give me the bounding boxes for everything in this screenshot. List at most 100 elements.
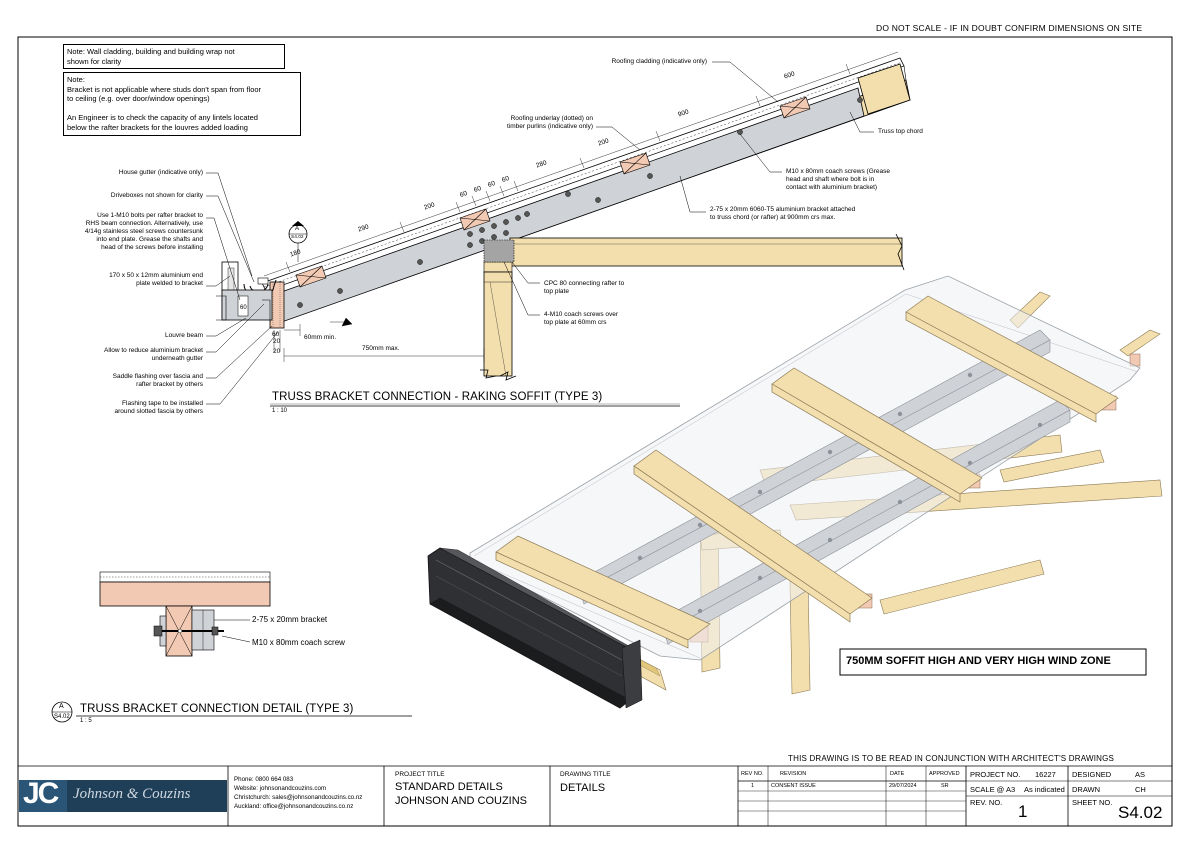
designed-label: DESIGNED	[1072, 770, 1112, 779]
rev-header-no: REV NO.	[741, 771, 764, 777]
callout-aluminium-bracket: 2-75 x 20mm 6060-T5 aluminium bracket at…	[710, 206, 855, 222]
iso-caption: 750MM SOFFIT HIGH AND VERY HIGH WIND ZON…	[846, 655, 1111, 667]
note-bracket-line-3: to ceiling (e.g. over door/window openin…	[67, 94, 210, 103]
callout-saddle-flashing-line-2: rafter bracket by others	[136, 381, 203, 388]
iso-aluminium-brackets	[579, 329, 1071, 645]
callout-reduce-bracket: Allow to reduce aluminium bracket undern…	[104, 347, 203, 363]
iso-purlins	[495, 295, 1119, 649]
note-cladding: Note: Wall cladding, building and buildi…	[63, 44, 285, 69]
callout-top-plate-screws-line-2: top plate at 60mm crs	[544, 319, 607, 326]
dim-60mm-min: 60mm min.	[304, 334, 337, 341]
callout-end-plate-line-2: plate welded to bracket	[136, 280, 203, 287]
cpc-connector	[483, 239, 515, 263]
project-title-label: PROJECT TITLE	[395, 771, 445, 778]
callout-driveboxes-line: Driveboxes not shown for clarity	[110, 192, 203, 199]
callout-roofing-underlay: Roofing underlay (dotted) on timber purl…	[507, 115, 593, 131]
project-title-line-2: JOHNSON AND COUZINS	[395, 795, 528, 807]
section-marker-a-sheet: S4.02	[291, 235, 304, 240]
callout-end-plate: 170 x 50 x 12mm aluminium end plate weld…	[109, 272, 203, 288]
callout-flashing-tape-line-2: around slotted fascia by others	[114, 408, 203, 415]
do-not-scale-warning: DO NOT SCALE - IF IN DOUBT CONFIRM DIMEN…	[876, 23, 1143, 33]
detail2-scale: 1 : 5	[80, 718, 92, 724]
note-bracket-line-6: below the rafter brackets for the louvre…	[67, 122, 248, 132]
callout-aluminium-bracket-line-1: 2-75 x 20mm 6060-T5 aluminium bracket at…	[710, 206, 856, 213]
bracket-connection-detail	[51, 571, 271, 723]
callout-reduce-bracket-line-1: Allow to reduce aluminium bracket	[104, 347, 203, 354]
project-no-label: PROJECT NO.	[970, 770, 1021, 779]
section-marker-a	[288, 221, 308, 262]
dim-60-end: 60	[272, 331, 280, 338]
rev-no: 1	[1018, 802, 1028, 821]
callout-end-plate-line-1: 170 x 50 x 12mm aluminium end	[109, 272, 203, 279]
project-no: 16227	[1035, 770, 1056, 779]
callout-roofing-cladding-line: Roofing cladding (indicative only)	[611, 58, 707, 65]
logo: JC Johnson & Couzins	[19, 777, 227, 812]
rev-row-1-approved: SR	[941, 783, 949, 789]
designed: AS	[1135, 770, 1146, 779]
callout-house-gutter-line: House gutter (indicative only)	[118, 169, 203, 176]
scale-value: As indicated	[1024, 785, 1065, 794]
callout-driveboxes: Driveboxes not shown for clarity	[111, 192, 203, 200]
detail2-section-sheet: S4.02	[54, 714, 70, 720]
contact-block: Phone: 0800 664 083 Website: johnsonandc…	[234, 775, 362, 811]
callout-louvre-beam-line: Louvre beam	[165, 332, 203, 339]
dim-20-b: 20	[273, 348, 281, 355]
callout-house-gutter: House gutter (indicative only)	[119, 169, 203, 177]
drawn-label: DRAWN	[1072, 785, 1101, 794]
scale-label: SCALE @ A3	[970, 785, 1016, 794]
callout-reduce-bracket-line-2: underneath gutter	[151, 355, 203, 362]
drawing-title: DETAILS	[560, 782, 606, 794]
callout-coach-screws-line-2: head and shaft where bolt is in	[786, 176, 875, 183]
project-title-line-1: STANDARD DETAILS	[395, 781, 503, 793]
logo-name: Johnson & Couzins	[73, 786, 191, 802]
dim-20-a: 20	[273, 338, 281, 345]
rev-header-date: DATE	[890, 771, 905, 777]
detail2-title: TRUSS BRACKET CONNECTION DETAIL (TYPE 3)	[80, 703, 354, 715]
callout-m10-bolts-line-3: 4/14g stainless steel screws countersunk	[84, 228, 203, 235]
read-with-architect-note: THIS DRAWING IS TO BE READ IN CONJUNCTIO…	[788, 754, 1115, 763]
rev-header-approved: APPROVED	[929, 771, 960, 777]
svg-text:60: 60	[240, 305, 247, 311]
callout-m10-bolts-line-1: Use 1-M10 bolts per rafter bracket to	[97, 212, 203, 219]
drawing-title-label: DRAWING TITLE	[560, 771, 611, 778]
rev-row-1-no: 1	[751, 783, 755, 789]
contact-auckland: Auckland: office@johnsonandcouzins.co.nz	[234, 803, 354, 810]
detail2-label-bracket: 2-75 x 20mm bracket	[252, 615, 328, 624]
rev-row-1-revision: CONSENT ISSUE	[771, 783, 816, 789]
callout-roofing-underlay-line-2: timber purlins (indicative only)	[507, 123, 593, 130]
raking-soffit-section: 60	[206, 51, 911, 405]
callout-flashing-tape-line-1: Flashing tape to be installed	[122, 400, 203, 407]
detail2-label-screw: M10 x 80mm coach screw	[252, 638, 345, 647]
detail1-scale: 1 : 10	[272, 408, 288, 414]
callout-saddle-flashing-line-1: Saddle flashing over fascia and	[112, 373, 203, 380]
iso-caption-box	[839, 648, 1147, 676]
callout-truss-top-chord-line: Truss top chord	[878, 128, 923, 135]
rev-header-revision: REVISION	[780, 771, 807, 777]
rafter-dimension-lines	[263, 51, 899, 277]
callout-m10-bolts: Use 1-M10 bolts per rafter bracket to RH…	[85, 212, 203, 252]
note-bracket-line-4	[67, 104, 297, 114]
note-bracket-line-2: Bracket is not applicable where studs do…	[67, 84, 262, 94]
top-chord-section	[99, 581, 271, 607]
callout-coach-screws-line-1: M10 x 80mm coach screws (Grease	[786, 168, 891, 175]
sheet-no-label: SHEET NO.	[1072, 798, 1113, 807]
callout-m10-bolts-line-5: head of the screws before installing	[101, 244, 203, 251]
sheet-border	[17, 36, 1173, 827]
note-bracket-line-5: An Engineer is to check the capacity of …	[67, 113, 258, 122]
callout-m10-bolts-line-2: RHS beam connection. Alternatively, use	[85, 220, 203, 227]
callout-top-plate-screws: 4-M10 coach screws over top plate at 60m…	[544, 311, 618, 327]
section-marker-a-letter: A	[295, 226, 300, 232]
rev-row-1-date: 29/07/2024	[889, 783, 917, 789]
callout-saddle-flashing: Saddle flashing over fascia and rafter b…	[113, 373, 203, 389]
callout-aluminium-bracket-line-2: to truss chord (or rafter) at 900mm crs …	[710, 214, 836, 221]
detail2-section-letter: A	[59, 703, 64, 710]
callout-louvre-beam: Louvre beam	[165, 332, 203, 340]
note-cladding-line-1: Note: Wall cladding, building and buildi…	[67, 47, 235, 56]
callout-cpc-line-2: top plate	[544, 288, 569, 295]
right-leader-lines	[503, 61, 874, 316]
callout-truss-top-chord: Truss top chord	[878, 128, 923, 136]
plan-dimension-lines	[273, 317, 485, 362]
bracket-screws	[297, 97, 863, 308]
callout-coach-screws-line-3: contact with aluminium bracket)	[786, 184, 878, 191]
